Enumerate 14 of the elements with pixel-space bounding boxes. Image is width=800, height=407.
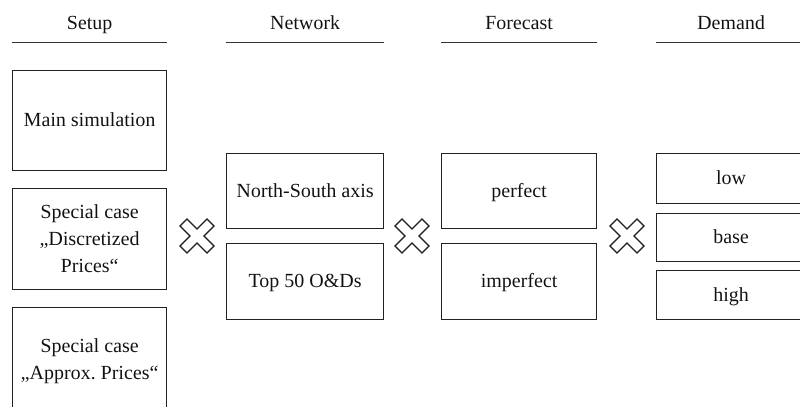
- option-box: base: [656, 213, 800, 262]
- column-heading: Setup: [66, 12, 114, 35]
- option-box: North-South axis: [226, 153, 384, 229]
- option-box: high: [656, 270, 800, 320]
- column-heading: Demand: [696, 12, 766, 35]
- option-box: perfect: [441, 153, 597, 229]
- option-box: imperfect: [441, 243, 597, 320]
- option-box: low: [656, 153, 800, 204]
- column-heading: Network: [269, 12, 341, 35]
- column-heading: Forecast: [484, 12, 554, 35]
- option-box: Special case „Discretized Prices“: [12, 188, 167, 290]
- option-box: Special case „Approx. Prices“: [12, 307, 167, 407]
- option-box: Top 50 O&Ds: [226, 243, 384, 320]
- option-box: Main simulation: [12, 70, 167, 171]
